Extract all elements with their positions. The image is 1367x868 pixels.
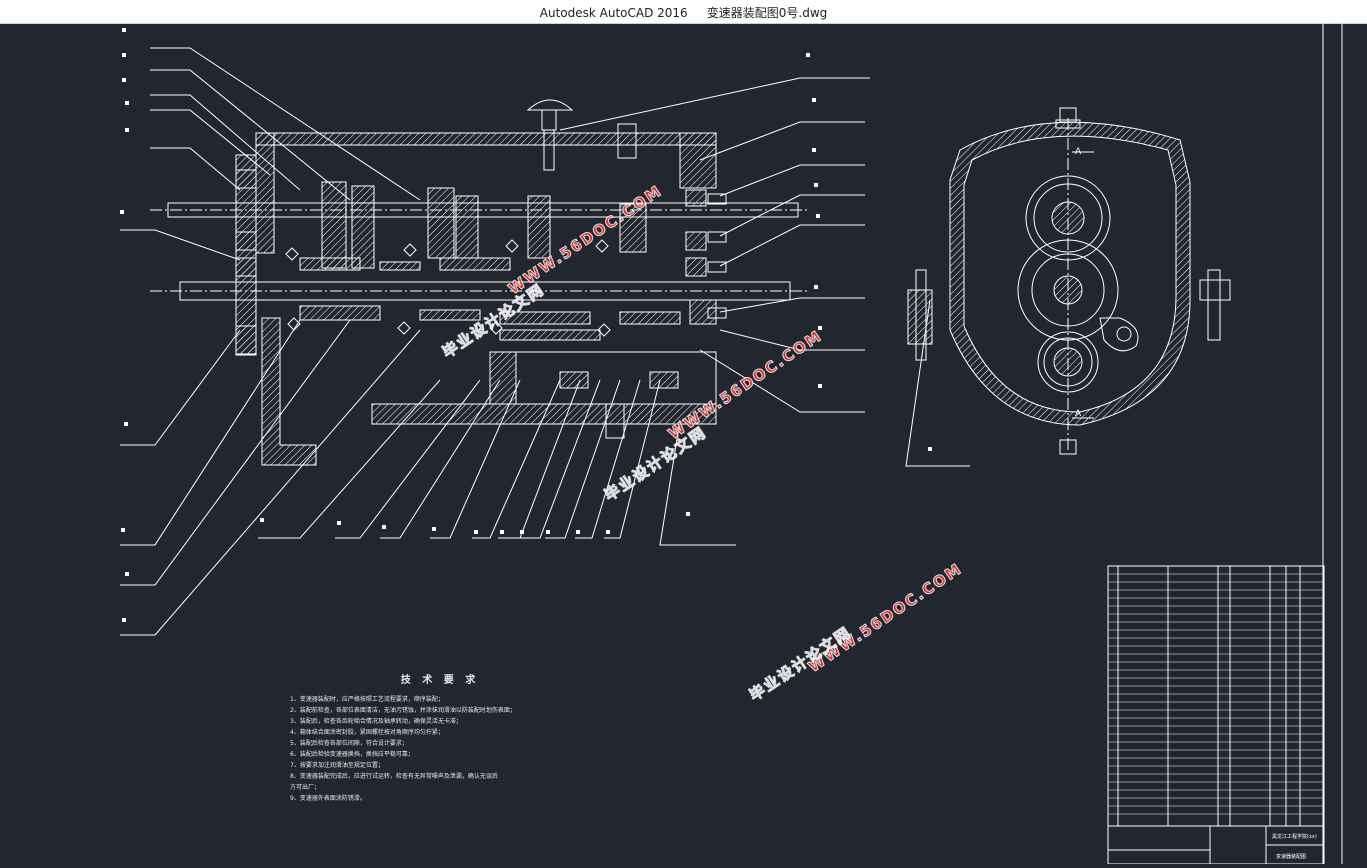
tech-req-item: 9、变速器外表面涂防锈漆。 [290, 795, 366, 802]
technical-requirements: 技 术 要 求 1、变速器装配时，应严格按照工艺流程要求，顺序装配； 2、装配前… [290, 675, 590, 804]
tech-req-item: 4、箱体结合面涂密封胶，紧固螺栓按对角顺序均匀拧紧； [290, 729, 444, 736]
section-label-bottom: A [1075, 409, 1082, 419]
tech-req-item: 8、变速器装配完成后，应进行试运转，检查有无异常噪声及泄漏，确认无误后 [290, 773, 498, 780]
tech-req-heading: 技 术 要 求 [400, 675, 480, 686]
main-section-view [150, 99, 810, 466]
tech-req-item: 6、装配后检验变速器换挡，换挡应平稳可靠； [290, 751, 414, 758]
side-view [905, 107, 1231, 467]
drawing-canvas[interactable]: A A 黑龙江工程学院(xx) 变速器装配图 技 术 要 求 1、变速器装配时，… [0, 23, 1367, 865]
parts-list [1107, 565, 1325, 865]
cad-drawing: A A 黑龙江工程学院(xx) 变速器装配图 [120, 23, 1343, 865]
app-name: Autodesk AutoCAD 2016 [539, 6, 688, 20]
section-label-top: A [1075, 147, 1082, 157]
title-block-drawing-name: 变速器装配图 [1276, 853, 1306, 860]
leader-lines [120, 47, 870, 636]
balloon-markers [120, 28, 932, 622]
window-title: Autodesk AutoCAD 2016 变速器装配图0号.dwg [0, 4, 1367, 21]
tech-req-item: 5、装配后检查各部位间隙，符合设计要求； [290, 740, 408, 747]
tech-req-item: 方可出厂； [290, 784, 321, 791]
tech-req-item: 1、变速器装配时，应严格按照工艺流程要求，顺序装配； [290, 696, 444, 703]
tech-req-item: 7、按要求加注润滑油至规定位置； [290, 762, 384, 769]
title-bar: Autodesk AutoCAD 2016 变速器装配图0号.dwg [0, 0, 1367, 24]
file-name: 变速器装配图0号.dwg [706, 6, 828, 20]
title-block-school: 黑龙江工程学院(xx) [1272, 833, 1317, 840]
tech-req-item: 3、装配后，检查各齿轮啮合情况及轴承转动，确保灵活无卡滞； [290, 718, 462, 725]
tech-req-item: 2、装配前检查，各部位表面清洁，无油污锈蚀，并涂抹润滑油以防装配时划伤表面； [290, 707, 516, 714]
